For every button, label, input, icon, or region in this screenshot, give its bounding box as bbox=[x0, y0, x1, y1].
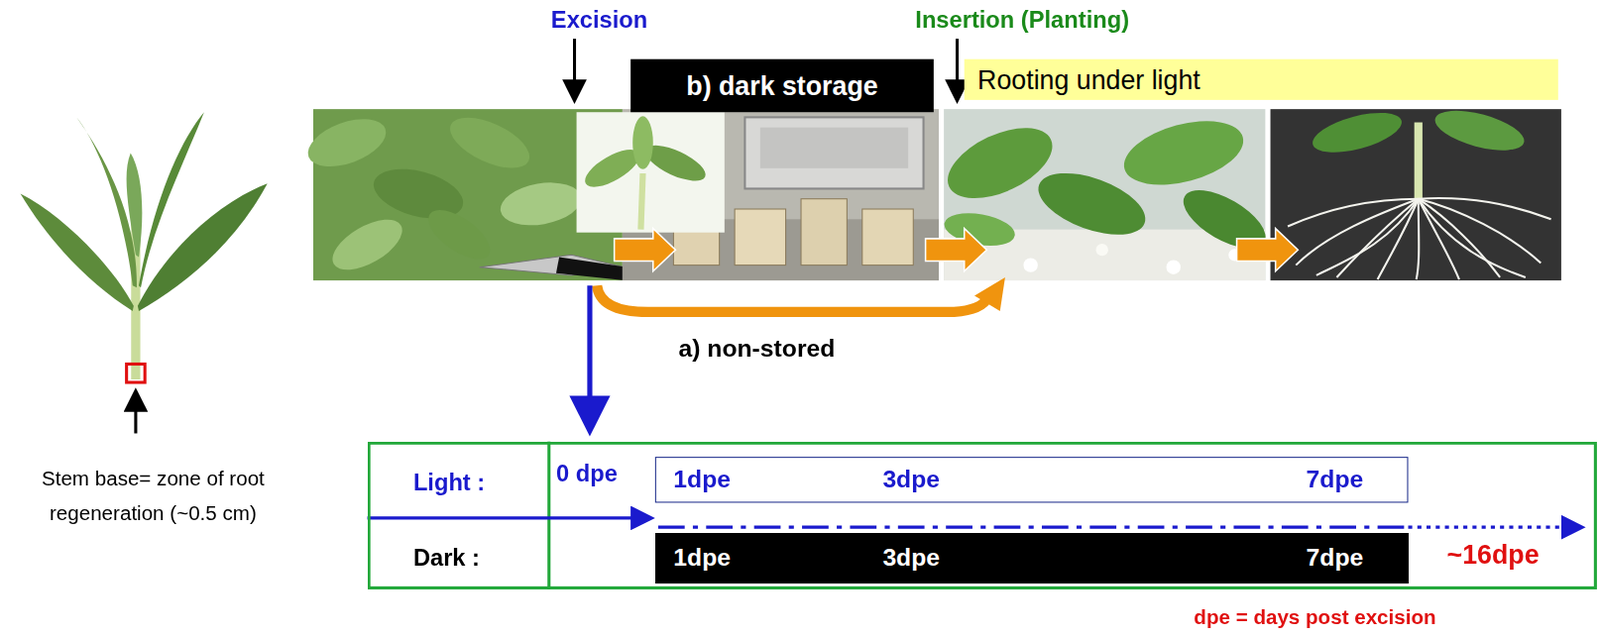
time-axis bbox=[367, 516, 650, 520]
divider-line bbox=[547, 442, 551, 590]
node-box: 1dpe 3dpe 7dpe bbox=[655, 533, 1409, 583]
node-text: 3dpe bbox=[882, 544, 940, 573]
flow-arrows bbox=[614, 228, 1299, 272]
insertion-arrow bbox=[955, 38, 959, 99]
node-box: b) dark storage bbox=[630, 59, 934, 114]
non-stored-path bbox=[596, 285, 988, 313]
non-stored-head bbox=[974, 277, 1006, 312]
cutting-illustration bbox=[20, 112, 268, 434]
node-text: 1dpe bbox=[673, 464, 731, 494]
label-text: dpe = days post excision bbox=[1193, 605, 1436, 630]
node-text: 3dpe bbox=[882, 464, 940, 494]
node-text: b) dark storage bbox=[685, 70, 878, 103]
node-box: Rooting under light bbox=[964, 59, 1559, 101]
time-axis-dotted bbox=[1407, 526, 1580, 530]
timeline-arrow bbox=[586, 285, 592, 427]
label-text: Excision bbox=[551, 5, 648, 34]
cutting-inset-photo bbox=[576, 112, 725, 232]
node-text: Dark : bbox=[413, 545, 480, 573]
rooted-cutting-photo bbox=[1270, 103, 1562, 281]
planted-cuttings-photo bbox=[936, 109, 1274, 281]
label-text: Insertion (Planting) bbox=[914, 5, 1130, 34]
node-text: ~16dpe bbox=[1447, 540, 1540, 572]
node-box: Light :Dark :0 dpe~16dpe1dpe3dpe7dpe1dpe… bbox=[367, 442, 1598, 590]
label-text: a) non-stored bbox=[679, 335, 836, 364]
node-text: 1dpe bbox=[673, 544, 731, 573]
excision-arrow bbox=[572, 38, 576, 99]
node-box: 1dpe 3dpe 7dpe bbox=[655, 457, 1409, 503]
node-text: 0 dpe bbox=[556, 459, 618, 488]
node-text: 7dpe bbox=[1306, 544, 1365, 573]
node-text: Light : bbox=[413, 468, 485, 497]
time-axis-dashed bbox=[658, 526, 1409, 530]
node-text: Rooting under light bbox=[977, 63, 1201, 96]
node-text: 7dpe bbox=[1306, 464, 1365, 494]
label-text: Stem base= zone of root regeneration (~0… bbox=[40, 460, 265, 531]
